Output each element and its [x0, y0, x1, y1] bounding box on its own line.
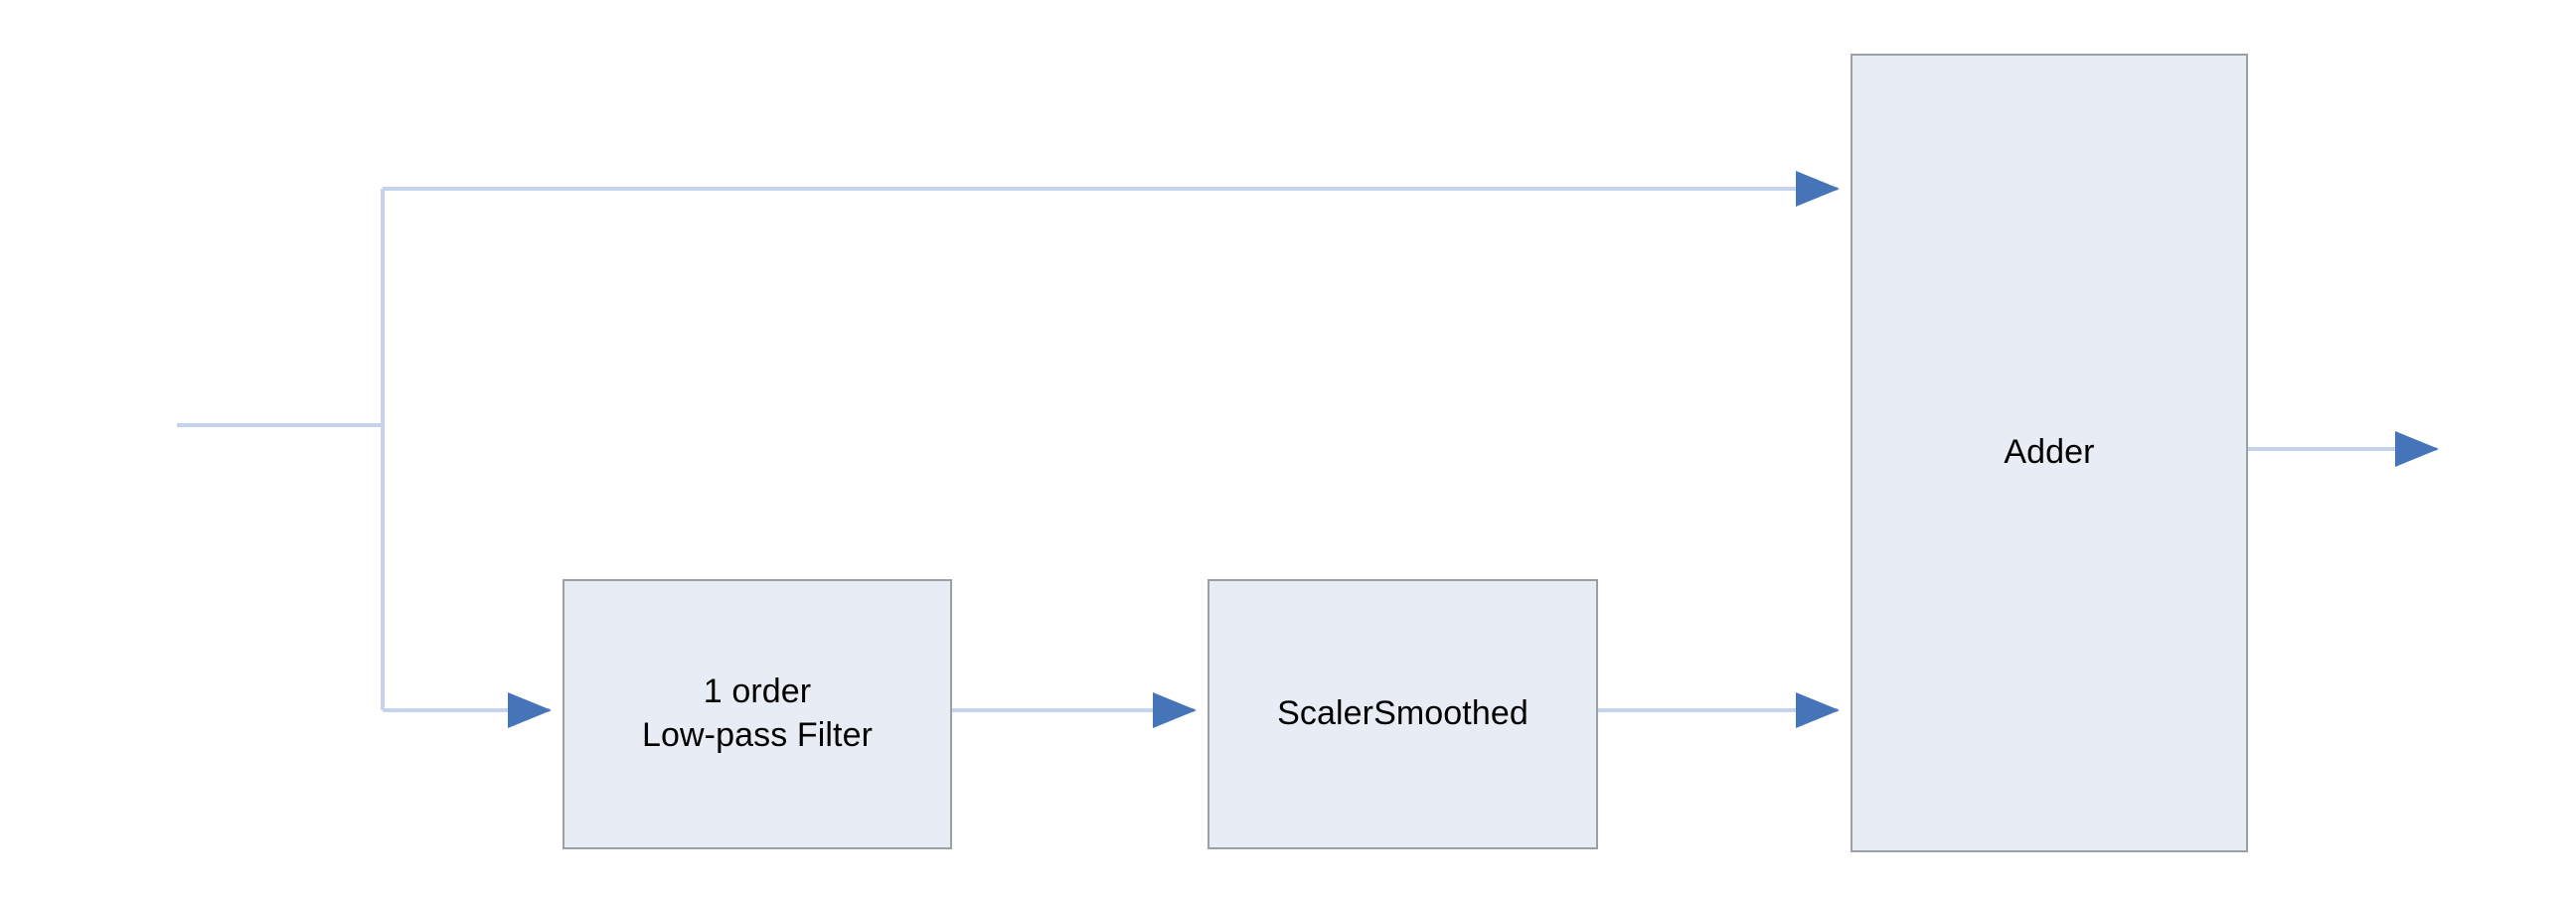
- block-scaler-smoothed[interactable]: ScalerSmoothed: [1208, 579, 1598, 849]
- block-scaler-smoothed-label: ScalerSmoothed: [1277, 694, 1529, 733]
- block-adder-label: Adder: [2004, 433, 2095, 472]
- block-lowpass-filter[interactable]: 1 order Low-pass Filter: [563, 579, 952, 849]
- block-lowpass-filter-label: 1 order Low-pass Filter: [641, 673, 873, 754]
- block-adder[interactable]: Adder: [1851, 54, 2248, 852]
